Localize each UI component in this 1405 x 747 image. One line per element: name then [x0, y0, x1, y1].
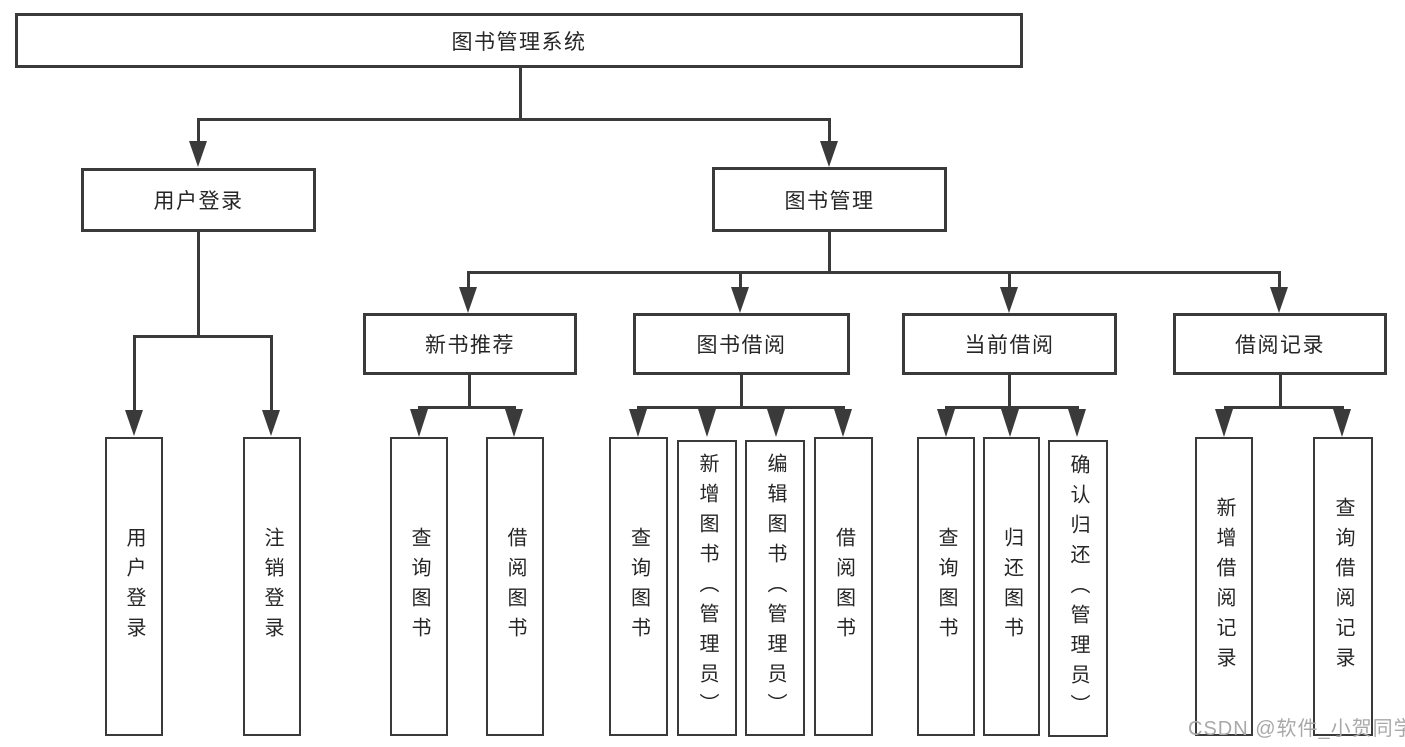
- node-book-borrow: 图书借阅: [633, 313, 850, 375]
- connector-line: [197, 121, 200, 143]
- node-leaf-query-borrow-record: 查询借阅记录: [1313, 437, 1373, 736]
- arrow-down-icon: [767, 409, 785, 437]
- node-leaf-add-borrow-record: 新增借阅记录: [1195, 437, 1253, 736]
- arrow-down-icon: [1001, 409, 1019, 437]
- node-leaf-query-books: 查询图书: [609, 437, 668, 736]
- connector-line: [1279, 375, 1282, 406]
- connector-line: [740, 375, 743, 406]
- node-leaf-query-books: 查询图书: [390, 437, 448, 736]
- arrow-down-icon: [505, 409, 523, 437]
- arrow-down-icon: [629, 409, 647, 437]
- arrow-down-icon: [834, 409, 852, 437]
- arrow-down-icon: [1215, 409, 1233, 437]
- arrow-down-icon: [698, 409, 716, 437]
- node-leaf-borrow-books: 借阅图书: [814, 437, 873, 736]
- connector-line: [270, 338, 273, 412]
- arrow-down-icon: [125, 410, 143, 436]
- connector-line: [1008, 274, 1011, 288]
- connector-line: [418, 406, 516, 409]
- arrow-down-icon: [459, 287, 477, 313]
- arrow-down-icon: [1000, 287, 1018, 313]
- node-leaf-confirm-return-admin: 确认归还（管理员）: [1048, 440, 1108, 737]
- node-leaf-query-books: 查询图书: [917, 437, 975, 736]
- arrow-down-icon: [1333, 409, 1351, 437]
- arrow-down-icon: [262, 410, 280, 436]
- node-leaf-edit-books-admin: 编辑图书（管理员）: [745, 440, 805, 736]
- node-user-login: 用户登录: [81, 168, 316, 232]
- node-borrow-records: 借阅记录: [1173, 313, 1387, 375]
- arrow-down-icon: [1270, 287, 1288, 313]
- node-new-book-recommend: 新书推荐: [363, 313, 577, 375]
- arrow-down-icon: [1068, 409, 1086, 437]
- connector-line: [519, 68, 522, 118]
- connector-line: [467, 274, 470, 288]
- connector-line: [468, 375, 471, 406]
- connector-line: [828, 232, 831, 271]
- connector-line: [739, 274, 742, 288]
- node-leaf-return-books: 归还图书: [983, 437, 1040, 736]
- connector-line: [637, 406, 845, 409]
- connector-line: [945, 406, 1079, 409]
- connector-line: [197, 232, 200, 335]
- node-book-management: 图书管理: [712, 167, 947, 232]
- connector-line: [197, 118, 831, 121]
- connector-line: [133, 338, 136, 412]
- connector-line: [467, 271, 1281, 274]
- connector-line: [1008, 375, 1011, 406]
- arrow-down-icon: [189, 141, 207, 167]
- arrow-down-icon: [731, 287, 749, 313]
- node-leaf-add-books-admin: 新增图书（管理员）: [677, 440, 737, 736]
- arrow-down-icon: [820, 141, 838, 167]
- node-current-borrow: 当前借阅: [902, 313, 1117, 375]
- csdn-watermark: CSDN @软件_小贺同学: [1188, 718, 1405, 740]
- arrow-down-icon: [410, 409, 428, 437]
- connector-line: [1224, 406, 1344, 409]
- connector-line: [133, 335, 273, 338]
- node-leaf-borrow-books: 借阅图书: [486, 437, 544, 736]
- arrow-down-icon: [937, 409, 955, 437]
- node-root-book-management-system: 图书管理系统: [15, 13, 1023, 68]
- connector-line: [828, 121, 831, 143]
- connector-line: [1278, 274, 1281, 288]
- node-leaf-user-login: 用户登录: [105, 437, 163, 736]
- node-leaf-logout: 注销登录: [243, 437, 301, 736]
